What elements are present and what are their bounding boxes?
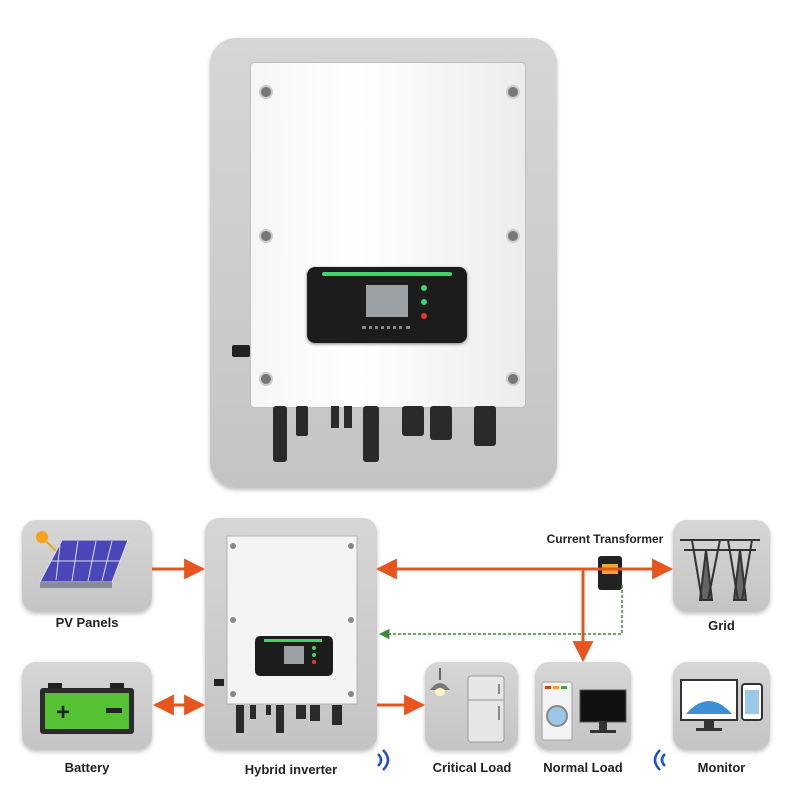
display-buttons xyxy=(362,326,410,333)
screw-icon xyxy=(259,229,273,243)
screw-icon xyxy=(506,372,520,386)
current-transformer-icon xyxy=(598,556,622,590)
battery-label: Battery xyxy=(64,760,110,775)
screw-icon xyxy=(506,229,520,243)
dc-switch xyxy=(232,345,250,357)
connector-icon xyxy=(430,406,452,440)
screw-icon xyxy=(259,372,273,386)
monitor-label: Monitor xyxy=(697,760,746,775)
connector-icon xyxy=(331,406,339,428)
washer-tv-icon xyxy=(541,681,627,741)
pv-panels-label: PV Panels xyxy=(55,615,119,630)
display-green-stripe xyxy=(322,272,452,276)
connector-icon xyxy=(402,406,424,436)
ct-comm-line xyxy=(378,585,623,640)
current-transformer-label: Current Transformer xyxy=(546,532,664,546)
connector-icon xyxy=(296,406,308,436)
hybrid-inverter-icon xyxy=(214,535,358,733)
status-led-green xyxy=(421,299,427,305)
normal-load-label: Normal Load xyxy=(543,760,623,775)
hybrid-inverter-label: Hybrid inverter xyxy=(244,762,338,777)
grid-tile xyxy=(673,520,770,612)
screw-icon xyxy=(506,85,520,99)
grid-label: Grid xyxy=(708,618,735,633)
status-led-green xyxy=(421,285,427,291)
connector-icon xyxy=(363,406,379,462)
monitor-icon xyxy=(680,679,763,731)
solar-panel-icon xyxy=(36,531,129,588)
lcd-screen xyxy=(366,285,408,317)
lamp-fridge-icon xyxy=(430,668,505,743)
connector-icon xyxy=(474,406,496,446)
screw-icon xyxy=(259,85,273,99)
battery-icon: + xyxy=(40,683,134,734)
wifi-icon xyxy=(377,749,390,771)
connector-icon xyxy=(273,406,287,462)
svg-text:+: + xyxy=(56,699,70,726)
status-led-red xyxy=(421,313,427,319)
connector-icon xyxy=(344,406,352,428)
inverter-product-body xyxy=(250,62,526,408)
pylon-icon xyxy=(680,539,760,601)
wifi-icon xyxy=(653,749,666,771)
critical-load-label: Critical Load xyxy=(432,760,512,775)
